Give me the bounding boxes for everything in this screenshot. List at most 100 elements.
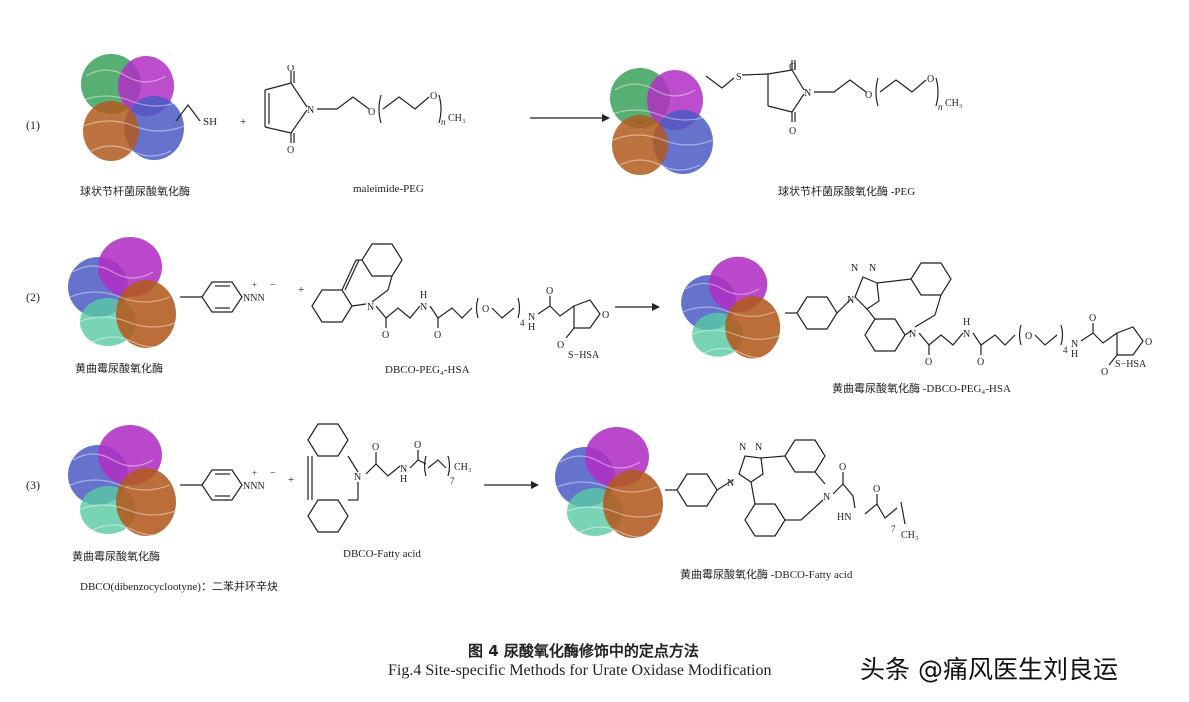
reaction-number-2: (2) [26, 290, 40, 304]
svg-text:N: N [1071, 339, 1078, 350]
svg-text:H: H [1071, 349, 1078, 360]
aryl-azide-structure-2: NNN + − [180, 280, 276, 313]
svg-text:H: H [963, 317, 970, 328]
svg-text:N: N [823, 492, 830, 503]
svg-text:HN: HN [837, 512, 851, 523]
svg-text:N: N [400, 464, 407, 475]
svg-text:O: O [287, 145, 294, 155]
aspergillus-urate-oxidase-structure-3 [67, 424, 178, 537]
svg-text:CH₃: CH₃ [454, 462, 471, 473]
plus-sign-1: + [240, 116, 247, 128]
svg-text:CH₃: CH₃ [945, 98, 962, 109]
reactant1-label-3: 黄曲霉尿酸氧化酶 [72, 551, 160, 563]
svg-text:S: S [736, 72, 742, 83]
svg-text:N: N [909, 329, 916, 340]
svg-text:n: n [441, 117, 446, 127]
svg-text:O: O [430, 91, 437, 102]
svg-text:O: O [368, 107, 375, 118]
svg-text:O: O [873, 484, 880, 495]
reactant2-label-3: DBCO-Fatty acid [343, 548, 421, 560]
svg-text:O: O [925, 357, 932, 368]
dbco-fatty-acid-structure: N O N H O 7 CH₃ [307, 423, 471, 533]
svg-text:N: N [963, 329, 970, 340]
svg-text:O: O [602, 310, 609, 321]
product-label-2: 黄曲霉尿酸氧化酶 -DBCO-PEG₄-HSA [832, 383, 1011, 395]
svg-text:O: O [1025, 331, 1032, 342]
svg-text:+: + [252, 468, 257, 478]
svg-text:−: − [270, 468, 276, 479]
svg-text:N: N [420, 302, 427, 313]
svg-text:O: O [789, 62, 796, 73]
svg-text:N: N [851, 263, 858, 274]
reactant1-label-1: 球状节杆菌尿酸氧化酶 [80, 186, 190, 198]
aspergillus-urate-oxidase-structure [67, 236, 178, 349]
svg-text:O: O [1145, 337, 1152, 348]
svg-text:O: O [839, 462, 846, 473]
reactant1-label-2: 黄曲霉尿酸氧化酶 [75, 363, 163, 375]
svg-text:O: O [789, 126, 796, 137]
reaction-number-1: (1) [26, 118, 40, 132]
svg-text:H: H [420, 290, 427, 301]
svg-text:4: 4 [1063, 345, 1068, 355]
svg-text:O: O [434, 330, 441, 341]
svg-text:N: N [307, 105, 314, 116]
product-label-1: 球状节杆菌尿酸氧化酶 -PEG [778, 186, 916, 198]
svg-text:7: 7 [891, 524, 896, 534]
svg-text:−: − [270, 280, 276, 291]
svg-text:NNN: NNN [243, 293, 265, 304]
svg-text:S−HSA: S−HSA [568, 350, 600, 361]
plus-sign-2: + [298, 284, 305, 296]
svg-text:O: O [927, 74, 934, 85]
reactant2-label-1: maleimide-PEG [353, 183, 424, 195]
svg-text:N: N [739, 442, 746, 453]
svg-text:O: O [372, 442, 379, 453]
reaction-number-3: (3) [26, 478, 40, 492]
dbco-definition-footnote: DBCO(dibenzocyclootyne)：二苯并环辛炔 [80, 581, 278, 593]
svg-text:O: O [287, 65, 294, 74]
svg-text:H: H [528, 322, 535, 333]
svg-text:+: + [252, 280, 257, 290]
svg-text:4: 4 [520, 318, 525, 328]
svg-text:O: O [546, 286, 553, 297]
svg-text:N: N [804, 88, 811, 99]
figure-caption-chinese: 图 4 尿酸氧化酶修饰中的定点方法 [468, 642, 699, 660]
reaction-arrow-1 [530, 114, 610, 122]
svg-text:N: N [528, 312, 535, 323]
svg-text:O: O [1089, 313, 1096, 324]
svg-text:N: N [755, 442, 762, 453]
svg-text:CH₃: CH₃ [901, 530, 918, 541]
aryl-azide-structure-3: NNN + − [180, 468, 276, 501]
aspergillus-urate-oxidase-dbco-fatty-acid-protein [554, 426, 665, 539]
svg-text:N: N [869, 263, 876, 274]
reaction-arrow-3 [484, 481, 539, 489]
svg-text:O: O [977, 357, 984, 368]
aspergillus-urate-oxidase-dbco-peg4-hsa-protein [680, 256, 782, 360]
svg-text:O: O [414, 440, 421, 451]
svg-text:O: O [482, 304, 489, 315]
watermark: 头条 @痛风医生刘良运 [860, 655, 1118, 684]
svg-text:7: 7 [450, 476, 455, 486]
thiol-group-structure: SH [175, 104, 217, 128]
reaction-arrow-2 [615, 303, 660, 311]
svg-text:O: O [557, 340, 564, 351]
svg-text:N: N [367, 302, 374, 313]
reactant2-label-2: DBCO-PEG₄-HSA [385, 364, 470, 376]
maleimide-peg-structure: O O N O O n CH₃ [264, 65, 465, 155]
svg-text:n: n [938, 102, 943, 112]
svg-text:H: H [400, 474, 407, 485]
svg-text:S−HSA: S−HSA [1115, 359, 1147, 370]
figure-caption-english: Fig.4 Site-specific Methods for Urate Ox… [388, 662, 772, 679]
svg-text:N: N [847, 295, 854, 306]
svg-text:O: O [865, 90, 872, 101]
svg-text:N: N [727, 478, 734, 489]
svg-text:NNN: NNN [243, 481, 265, 492]
arthrobacter-urate-oxidase-structure [80, 53, 185, 162]
svg-text:O: O [1101, 367, 1108, 378]
plus-sign-3: + [288, 474, 295, 486]
product-label-3: 黄曲霉尿酸氧化酶 -DBCO-Fatty acid [680, 569, 853, 581]
svg-text:CH₃: CH₃ [448, 113, 465, 124]
svg-text:O: O [382, 330, 389, 341]
peg-conjugate-structure: S O O N O O n CH₃ [705, 60, 962, 137]
